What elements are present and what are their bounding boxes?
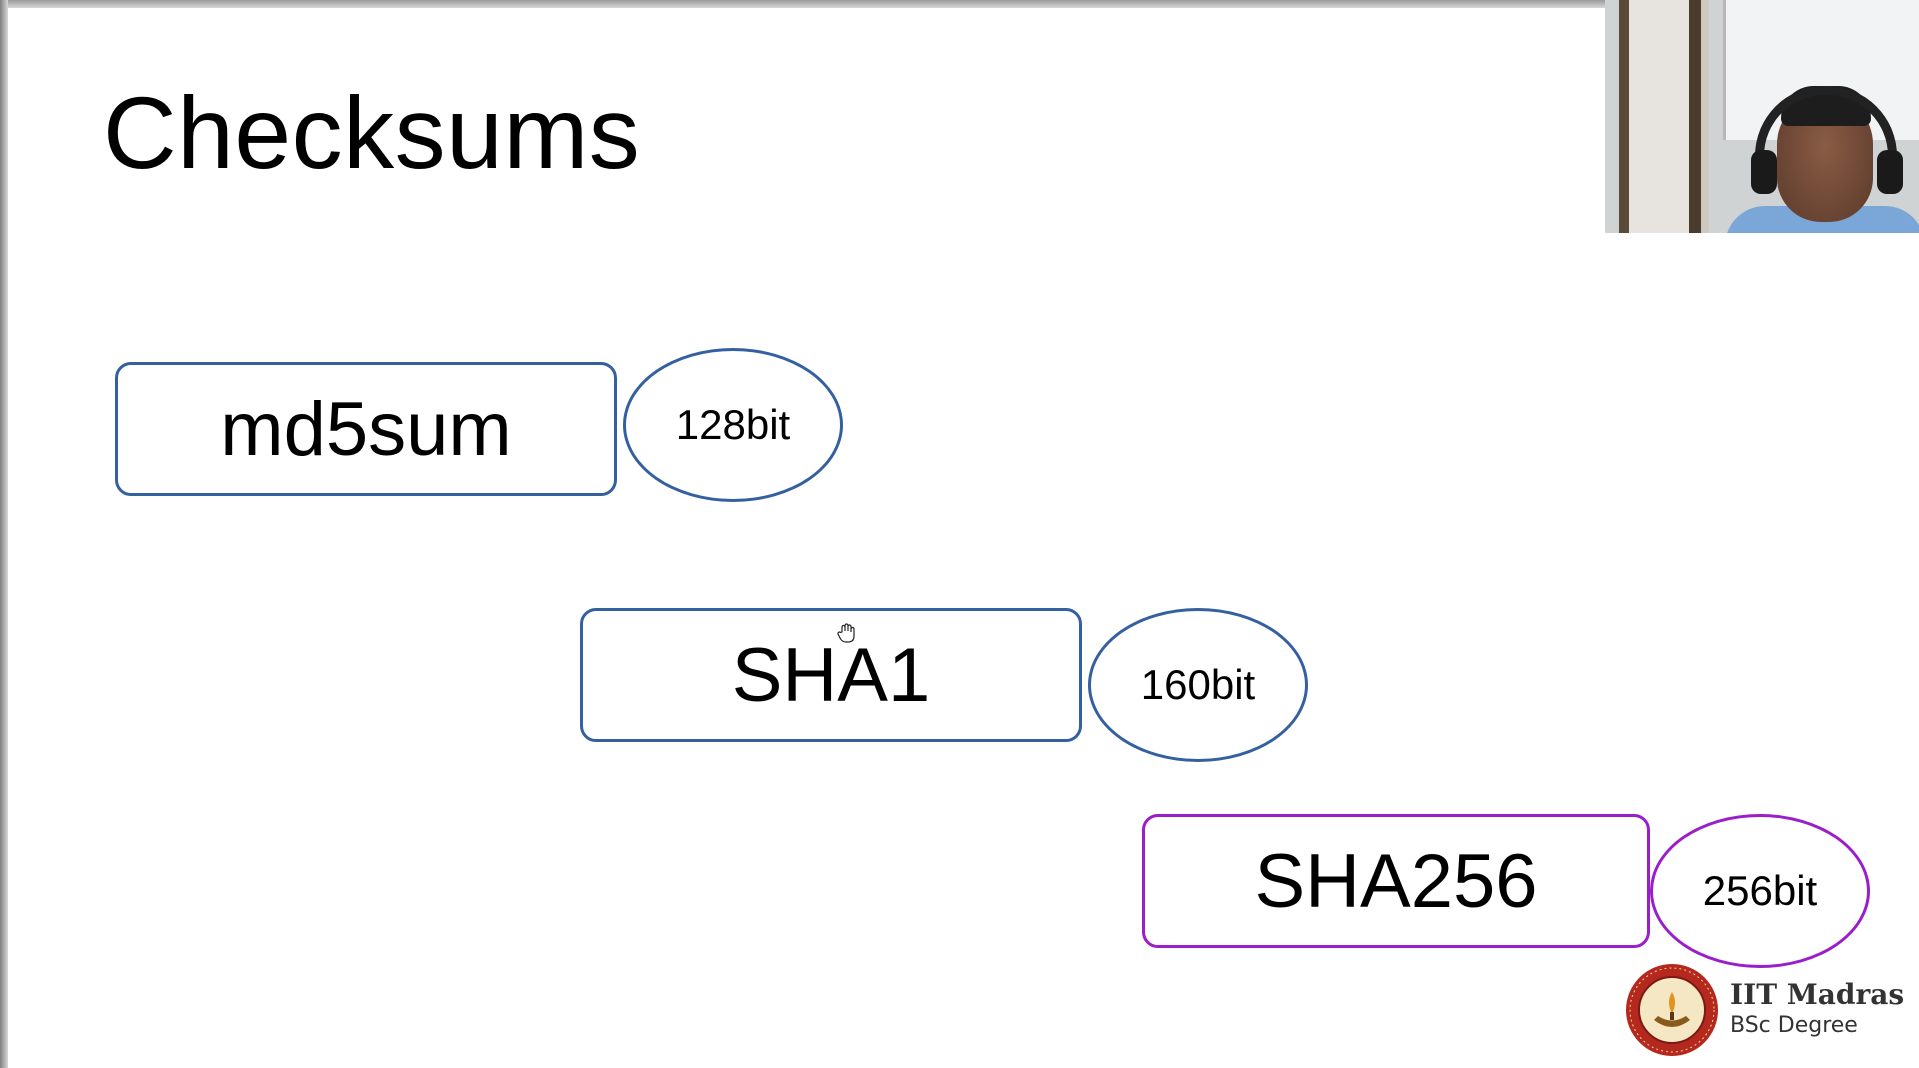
- iitm-branding: IIT Madras BSc Degree: [1624, 962, 1904, 1058]
- hand-cursor-icon: [837, 623, 855, 643]
- headset-icon: [1755, 86, 1897, 186]
- window-edge-left: [0, 0, 8, 1068]
- program-name: BSc Degree: [1730, 1013, 1858, 1039]
- institution-name: IIT Madras: [1730, 978, 1905, 1012]
- md5sum-size-ellipse: 128bit: [623, 348, 843, 502]
- sha1-size-ellipse: 160bit: [1088, 608, 1308, 762]
- window-edge-top: [0, 0, 1919, 8]
- iitm-seal-icon: [1626, 964, 1718, 1056]
- md5sum-box: md5sum: [115, 362, 617, 496]
- sha256-box: SHA256: [1142, 814, 1650, 948]
- presenter-webcam: [1605, 0, 1919, 233]
- slide-title: Checksums: [103, 76, 641, 190]
- sha256-size-ellipse: 256bit: [1650, 814, 1870, 968]
- sha1-box: SHA1: [580, 608, 1082, 742]
